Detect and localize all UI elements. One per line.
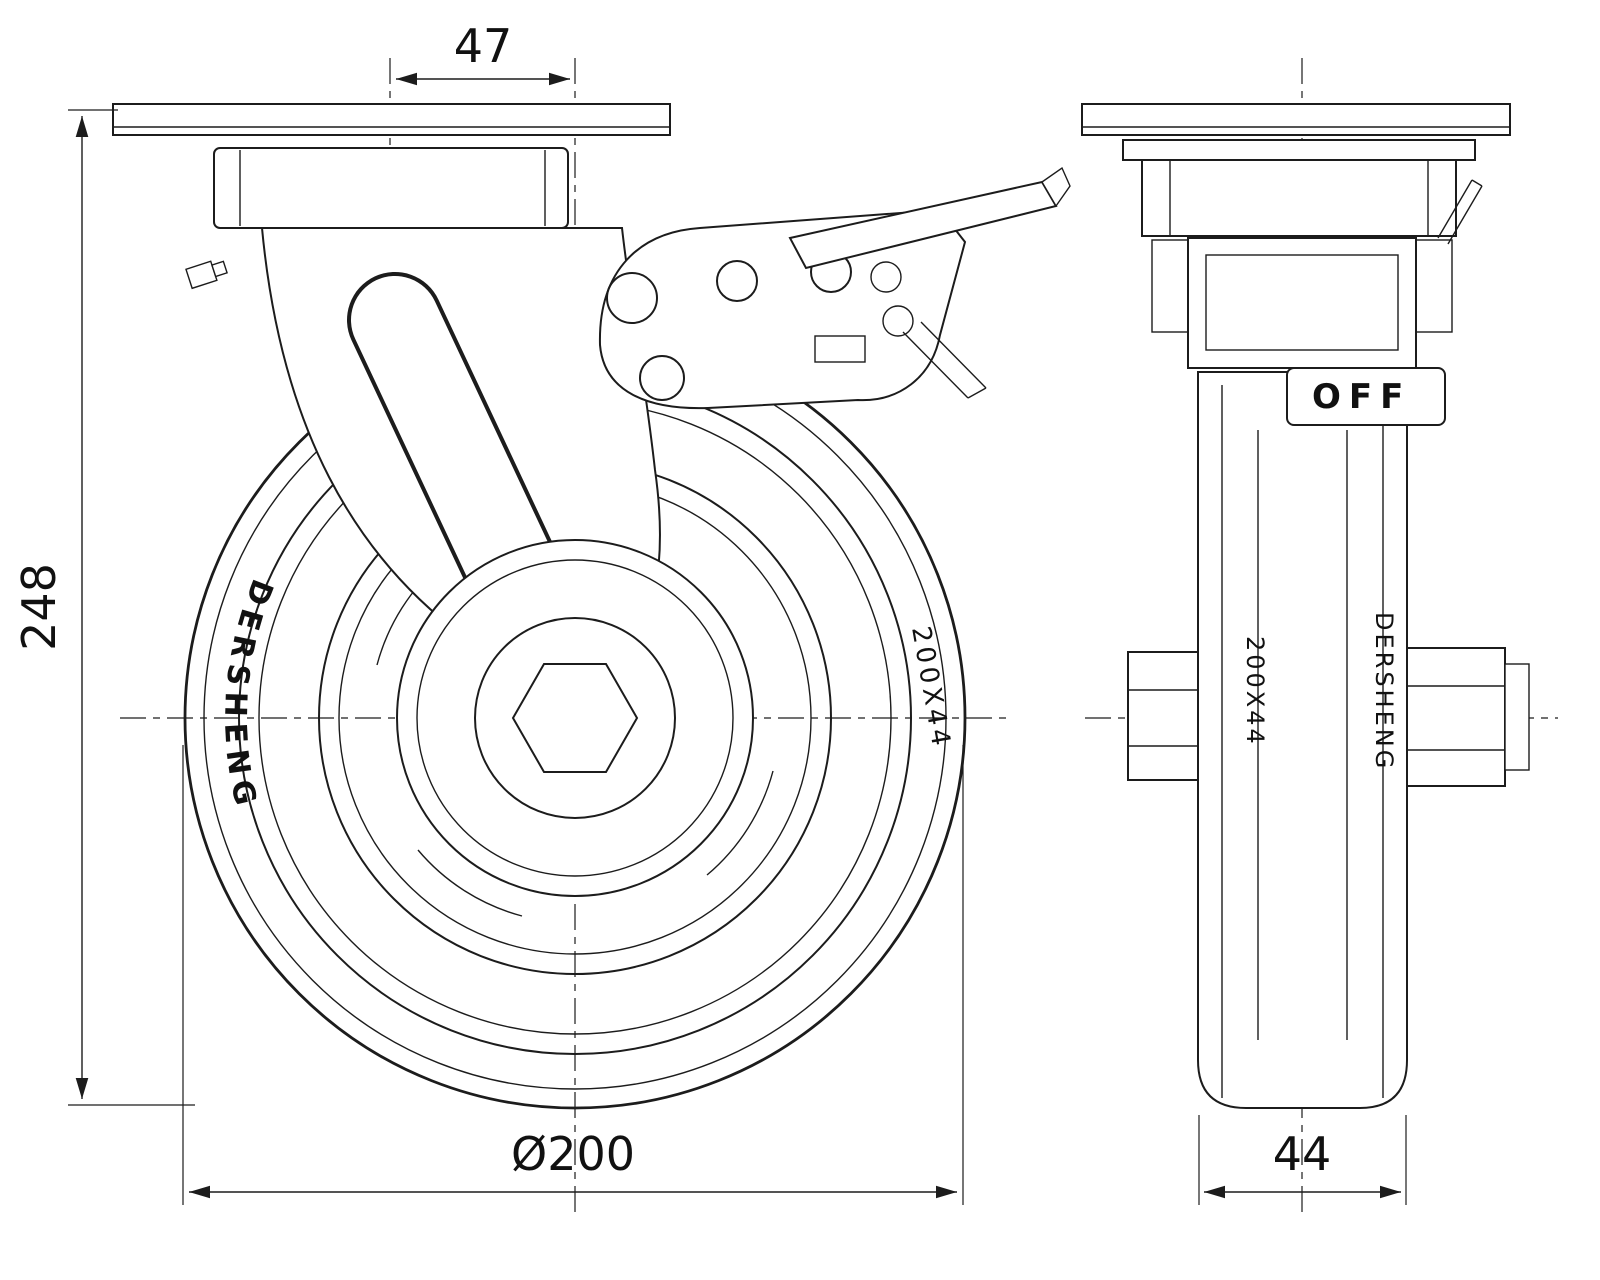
hub-inner-circle (416, 559, 734, 877)
brake-bracket (598, 208, 967, 410)
fork-slot (351, 276, 554, 609)
brake-rod-end (967, 387, 987, 399)
dimension-swivel-offset: 47 (396, 19, 570, 86)
axle-nuts (1127, 647, 1530, 787)
bracket-hole (716, 260, 758, 302)
bracket-hole (870, 261, 902, 293)
front-top-plate (112, 103, 671, 290)
dimension-label-248: 248 (12, 563, 66, 651)
bracket-hole (606, 272, 658, 324)
swivel-housing (213, 147, 569, 229)
brake-pedal-label: OFF (1312, 377, 1411, 417)
brand-text-front: DERSHENG (217, 574, 280, 815)
brake-housing-inner (1205, 254, 1399, 351)
brake-lever-side-line (1471, 179, 1483, 187)
wheel-vent-arc (706, 770, 774, 876)
brake-rod-line (920, 321, 987, 389)
plate-boss (1122, 139, 1476, 161)
wheel-size-text-front: 200X44 (905, 624, 956, 752)
wheel-vent-arc (417, 849, 523, 917)
front-view: DERSHENG 200X44 (112, 58, 1071, 1215)
housing-tab-right (1413, 239, 1453, 333)
dimension-wheel-diameter: Ø200 (182, 745, 964, 1205)
dimension-label-47: 47 (454, 19, 513, 73)
bracket-hole (882, 305, 914, 337)
mount-plate (112, 103, 671, 136)
housing-tab-left (1151, 239, 1191, 333)
mount-plate-side (1081, 103, 1511, 136)
brake-lever-side-line (1437, 179, 1473, 239)
dimensions: 47 248 Ø200 44 (12, 19, 1407, 1205)
brake-rod-line (902, 331, 969, 399)
brake-pedal: OFF (1286, 367, 1446, 426)
side-view: OFF 200X44 DERSHENG (1081, 58, 1558, 1215)
dimension-label-diameter: Ø200 (511, 1127, 635, 1181)
brake-pad-block (814, 335, 866, 363)
axle-hex-nut (511, 663, 639, 773)
axle-nut-left (1127, 651, 1199, 781)
swivel-housing-side (1141, 159, 1457, 237)
dimension-label-width: 44 (1273, 1127, 1332, 1181)
dimension-wheel-width: 44 (1198, 1115, 1407, 1205)
wheel-hub (396, 539, 754, 897)
side-wheel-outline (1197, 371, 1408, 1109)
bracket-hole (639, 355, 685, 401)
brake-lever-tip (1041, 166, 1071, 208)
grease-fitting (185, 260, 228, 290)
side-top-plate (1081, 103, 1511, 369)
brake-pedal-plate (1286, 367, 1446, 426)
axle-end-cap (1504, 663, 1530, 771)
wheel-size-text-side: 200X44 (1241, 636, 1269, 747)
brake-lever-side-line (1447, 185, 1483, 245)
brake-assembly (598, 166, 1071, 410)
dimension-overall-height: 248 (12, 109, 195, 1106)
side-wheel (1197, 371, 1408, 1109)
axle-nut-right (1406, 647, 1506, 787)
brand-text-side: DERSHENG (1370, 612, 1398, 771)
